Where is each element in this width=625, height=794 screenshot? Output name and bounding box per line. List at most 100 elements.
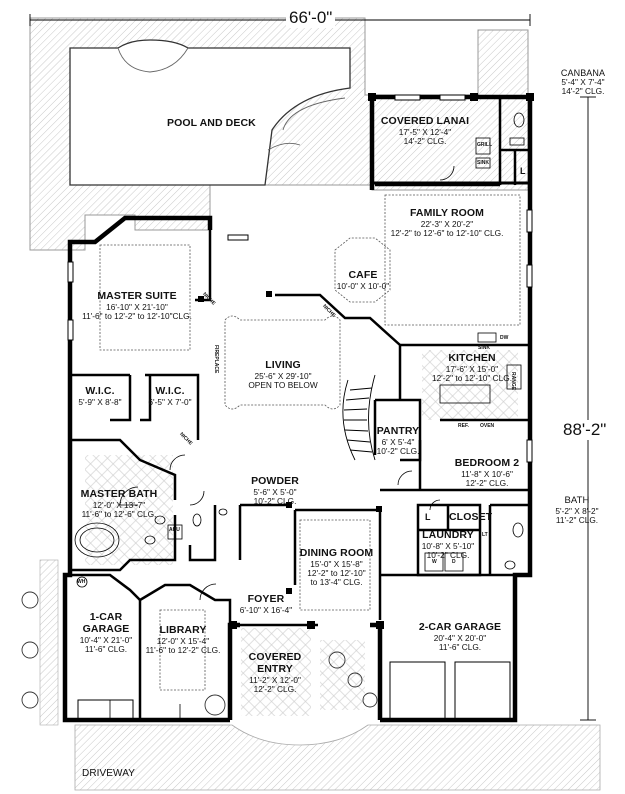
room-label-dining-room: DINING ROOM 15'-0" X 15'-8" 12'-2" to 12… — [294, 547, 379, 588]
room-label-cafe: CAFE 10'-0" X 10'-0" — [333, 269, 393, 291]
room-dimensions: 17'-5" X 12'-4" — [398, 126, 452, 137]
room-ceiling: 12'-2" to 12'-6" to 12'-10" CLG. — [390, 228, 504, 239]
room-name: CANBANA — [560, 68, 606, 78]
ceiling-outlines — [99, 194, 521, 691]
room-label-canbana: CANBANA 5'-4" X 7'-4" 14'-2" CLG. — [553, 68, 613, 97]
room-name: CAFE — [348, 269, 378, 281]
bathtub — [74, 522, 120, 558]
overall-depth-dimension: 88'-2" — [560, 420, 610, 440]
room-dimensions: 20'-4" X 20'-0" — [433, 632, 487, 643]
room-note: OPEN TO BELOW — [248, 380, 318, 391]
room-ceiling: 11'-6" CLG. — [438, 642, 482, 653]
room-name: CLOSET — [449, 511, 493, 523]
room-name: COVERED — [248, 651, 302, 663]
room-dimensions: 12'-0" X 13'-7" — [92, 499, 146, 510]
room-ceiling: 12'-2" CLG. — [253, 683, 297, 694]
room-name: KITCHEN — [448, 352, 496, 364]
room-ceiling: 11'-2" CLG. — [555, 514, 599, 525]
room-dimensions: 15'-0" X 15'-8" — [310, 558, 363, 569]
room-ceiling: 10'-2" CLG. — [426, 550, 470, 561]
room-label-family-room: FAMILY ROOM 22'-3" X 20'-2" 12'-2" to 12… — [382, 207, 512, 239]
room-name: 2-CAR GARAGE — [418, 621, 502, 633]
label-sink: SINK — [477, 160, 489, 166]
room-name: COVERED LANAI — [380, 115, 470, 127]
room-name: FOYER — [247, 593, 285, 605]
room-ceiling: 10'-2" CLG. — [376, 446, 420, 457]
room-label-powder: POWDER 5'-6" X 5'-0" 10'-2" CLG. — [247, 475, 303, 507]
room-dimensions: 12'-0" X 15'-4" — [156, 635, 210, 646]
room-label-foyer: FOYER 6'-10" X 16'-4" — [234, 593, 298, 615]
room-name: W.I.C. — [155, 385, 185, 397]
room-ceiling: 12'-2" to 12'-10" CLG. — [431, 373, 513, 384]
room-label-master-suite: MASTER SUITE 16'-10" X 21'-10" 11'-6" to… — [77, 290, 197, 322]
room-name: POWDER — [251, 475, 299, 487]
room-name: LIBRARY — [159, 624, 207, 636]
room-dimensions: 5'-4" X 7'-4" — [561, 77, 605, 88]
label-fireplace: FIREPLACE — [213, 345, 219, 374]
driveway-area — [39, 559, 601, 791]
tile-floors — [85, 350, 518, 716]
label-laundry-tub: LT — [482, 532, 488, 538]
room-dimensions: 5'-9" X 8'-8" — [78, 396, 122, 407]
room-name: MASTER SUITE — [97, 290, 177, 302]
room-name: POOL AND DECK — [167, 117, 256, 129]
label-dryer: D — [452, 559, 456, 565]
room-name: GARAGE — [82, 622, 130, 635]
room-dimensions: 6' X 5'-4" — [381, 436, 415, 447]
room-ceiling: 12'-2" CLG. — [465, 478, 509, 489]
kitchen-island — [439, 384, 491, 404]
room-dimensions: 10'-0" X 10'-0" — [336, 280, 390, 291]
room-name: 1-CAR — [89, 611, 123, 623]
fixtures — [74, 112, 525, 588]
doors — [109, 165, 455, 720]
label-dishwasher: DW — [500, 335, 509, 341]
label-washer: W — [432, 559, 437, 565]
room-label-wic-2: W.I.C. 6'-5" X 7'-0" — [142, 385, 198, 407]
room-label-bedroom-2: BEDROOM 2 11'-8" X 10'-6" 12'-2" CLG. — [447, 457, 527, 489]
toilet — [513, 112, 525, 128]
room-dimensions: 5'-6" X 5'-0" — [253, 486, 297, 497]
room-ceiling: to 13'-4" CLG. — [310, 577, 363, 588]
landscape-trees — [21, 591, 378, 716]
room-name: MASTER BATH — [80, 488, 158, 500]
room-dimensions: 6'-10" X 16'-4" — [239, 604, 293, 615]
room-ceiling: 12'-2" to 12'-10" — [307, 568, 366, 579]
room-label-covered-entry: COVERED ENTRY 11'-2" X 12'-0" 12'-2" CLG… — [240, 651, 310, 694]
room-ceiling: 11'-6" to 12'-2" to 12'-10"CLG. — [82, 311, 192, 322]
room-ceiling: 10'-2" CLG. — [253, 496, 297, 507]
room-ceiling: 14'-2" CLG. — [403, 136, 447, 147]
interior-walls — [65, 97, 530, 720]
label-refrigerator: REF. — [458, 423, 469, 429]
room-ceiling: 11'-6" to 12'-6" CLG. — [81, 509, 157, 520]
room-dimensions: 11'-8" X 10'-6" — [461, 468, 513, 479]
room-label-pool: POOL AND DECK — [167, 117, 256, 130]
room-dimensions: 10'-4" X 21'-0" — [79, 634, 133, 645]
room-dimensions: 16'-10" X 21'-10" — [106, 301, 168, 312]
room-label-bath: BATH 5'-2" X 8'-2" 11'-2" CLG. — [545, 495, 609, 525]
room-name: FAMILY ROOM — [409, 207, 485, 219]
room-dimensions: 10'-8" X 5'-10" — [421, 540, 475, 551]
room-name: ENTRY — [257, 662, 293, 675]
room-name: BEDROOM 2 — [454, 457, 520, 469]
label-range: RANGE — [510, 372, 516, 391]
room-ceiling: 11'-6" CLG. — [84, 643, 128, 654]
dimension-lines — [29, 14, 596, 721]
room-label-covered-lanai: COVERED LANAI 17'-5" X 12'-4" 14'-2" CLG… — [380, 115, 470, 147]
label-linen-2: L — [425, 512, 431, 522]
room-label-living: LIVING 25'-6" X 29'-10" OPEN TO BELOW — [228, 359, 338, 391]
room-dimensions: 6'-5" X 7'-0" — [148, 396, 192, 407]
room-label-kitchen: KITCHEN 17'-6" X 15'-0" 12'-2" to 12'-10… — [422, 352, 522, 384]
room-ceiling: 11'-6" to 12'-2" CLG. — [145, 645, 221, 656]
room-ceiling: 14'-2" CLG. — [561, 86, 605, 97]
room-label-1-car-garage: 1-CAR GARAGE 10'-4" X 21'-0" 11'-6" CLG. — [74, 611, 138, 654]
room-label-laundry: LAUNDRY 10'-8" X 5'-10" 10'-2" CLG. — [418, 529, 478, 561]
room-label-driveway: DRIVEWAY — [82, 768, 135, 779]
label-oven: OVEN — [480, 423, 495, 429]
columns — [198, 93, 534, 629]
room-label-closet: CLOSET — [449, 511, 493, 524]
room-name: DRIVEWAY — [82, 768, 136, 779]
room-name: LAUNDRY — [422, 529, 474, 541]
garage-doors — [77, 661, 511, 721]
room-label-pantry: PANTRY 6' X 5'-4" 10'-2" CLG. — [372, 425, 424, 457]
